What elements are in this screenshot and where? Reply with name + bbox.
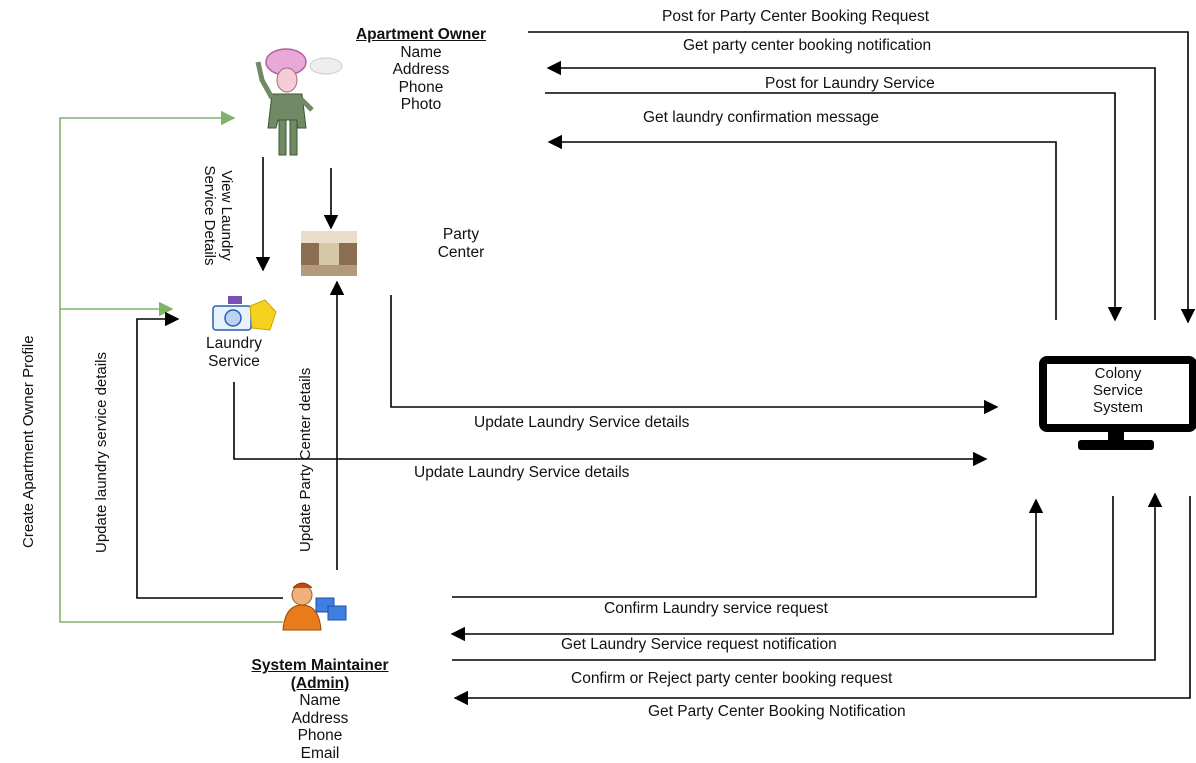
system-label-line1: Colony (1094, 365, 1142, 382)
owner-field-phone: Phone (398, 78, 444, 96)
post-party-booking-label: Post for Party Center Booking Request (662, 8, 930, 25)
update-party-admin-label: Update Party Center details (297, 367, 314, 552)
confirm-reject-party-label: Confirm or Reject party center booking r… (571, 670, 893, 687)
create-owner-profile-label: Create Apartment Owner Profile (20, 335, 37, 548)
party-center-label: Party Center (418, 226, 504, 261)
get-party-booking-notification-label: Get Party Center Booking Notification (648, 703, 906, 720)
confirm-reject-party-arrow (452, 492, 1163, 661)
system-label-line3: System (1092, 399, 1143, 416)
laundry-service-label: Laundry Service (191, 335, 277, 370)
update-laundry-from-party-label: Update Laundry Service details (474, 414, 690, 431)
party-center-label-line2: Center (437, 243, 485, 261)
laundry-label-line2: Service (208, 352, 260, 370)
confirm-laundry-request-label: Confirm Laundry service request (604, 600, 828, 617)
laundry-request-notification-arrow (450, 496, 1114, 642)
colony-service-system-icon (1039, 356, 1196, 450)
system-label-line2: Service (1092, 382, 1144, 399)
admin-field-phone: Phone (297, 727, 343, 744)
update-laundry-admin-label: Update laundry service details (93, 352, 110, 553)
party-update-arrow (390, 295, 999, 415)
system-maintainer-icon (282, 582, 347, 631)
get-laundry-request-notification-label: Get Laundry Service request notification (561, 636, 837, 653)
confirm-laundry-arrow (452, 498, 1044, 598)
post-laundry-arrow (545, 92, 1123, 322)
owner-field-address: Address (392, 61, 450, 78)
view-laundry-details-label: View Laundry Service Details (201, 165, 235, 266)
laundry-service-icon (212, 296, 277, 331)
laundry-label-line1: Laundry (205, 335, 262, 352)
get-party-notification-label: Get party center booking notification (683, 37, 932, 54)
system-maintainer-block: System Maintainer (Admin) Name Address P… (206, 657, 434, 762)
laundry-update-arrow (233, 382, 988, 467)
create-owner-profile-arrow (59, 110, 283, 623)
admin-field-address: Address (291, 709, 349, 727)
colony-service-system-label: Colony Service System (1065, 365, 1171, 416)
admin-field-name: Name (299, 692, 341, 709)
admin-field-email: Email (300, 744, 340, 762)
get-party-notification-arrow (546, 60, 1156, 320)
post-laundry-label: Post for Laundry Service (765, 75, 935, 92)
get-laundry-confirmation-arrow (547, 134, 1057, 320)
apartment-owner-title: Apartment Owner (355, 26, 487, 43)
admin-update-laundry-arrow (136, 311, 283, 599)
party-center-icon (301, 231, 357, 276)
owner-field-name: Name (400, 43, 442, 61)
party-booking-notification-arrow (453, 496, 1191, 706)
admin-title-line2: (Admin) (290, 674, 350, 692)
party-center-label-line1: Party (442, 226, 480, 243)
owner-field-photo: Photo (400, 96, 442, 113)
apartment-owner-icon (255, 48, 343, 156)
get-laundry-confirmation-label: Get laundry confirmation message (643, 109, 880, 126)
apartment-owner-block: Apartment Owner Name Address Phone Photo (318, 26, 524, 114)
admin-title-line1: System Maintainer (251, 657, 389, 674)
update-laundry-from-laundry-label: Update Laundry Service details (414, 464, 630, 481)
post-party-booking-arrow (528, 31, 1196, 324)
